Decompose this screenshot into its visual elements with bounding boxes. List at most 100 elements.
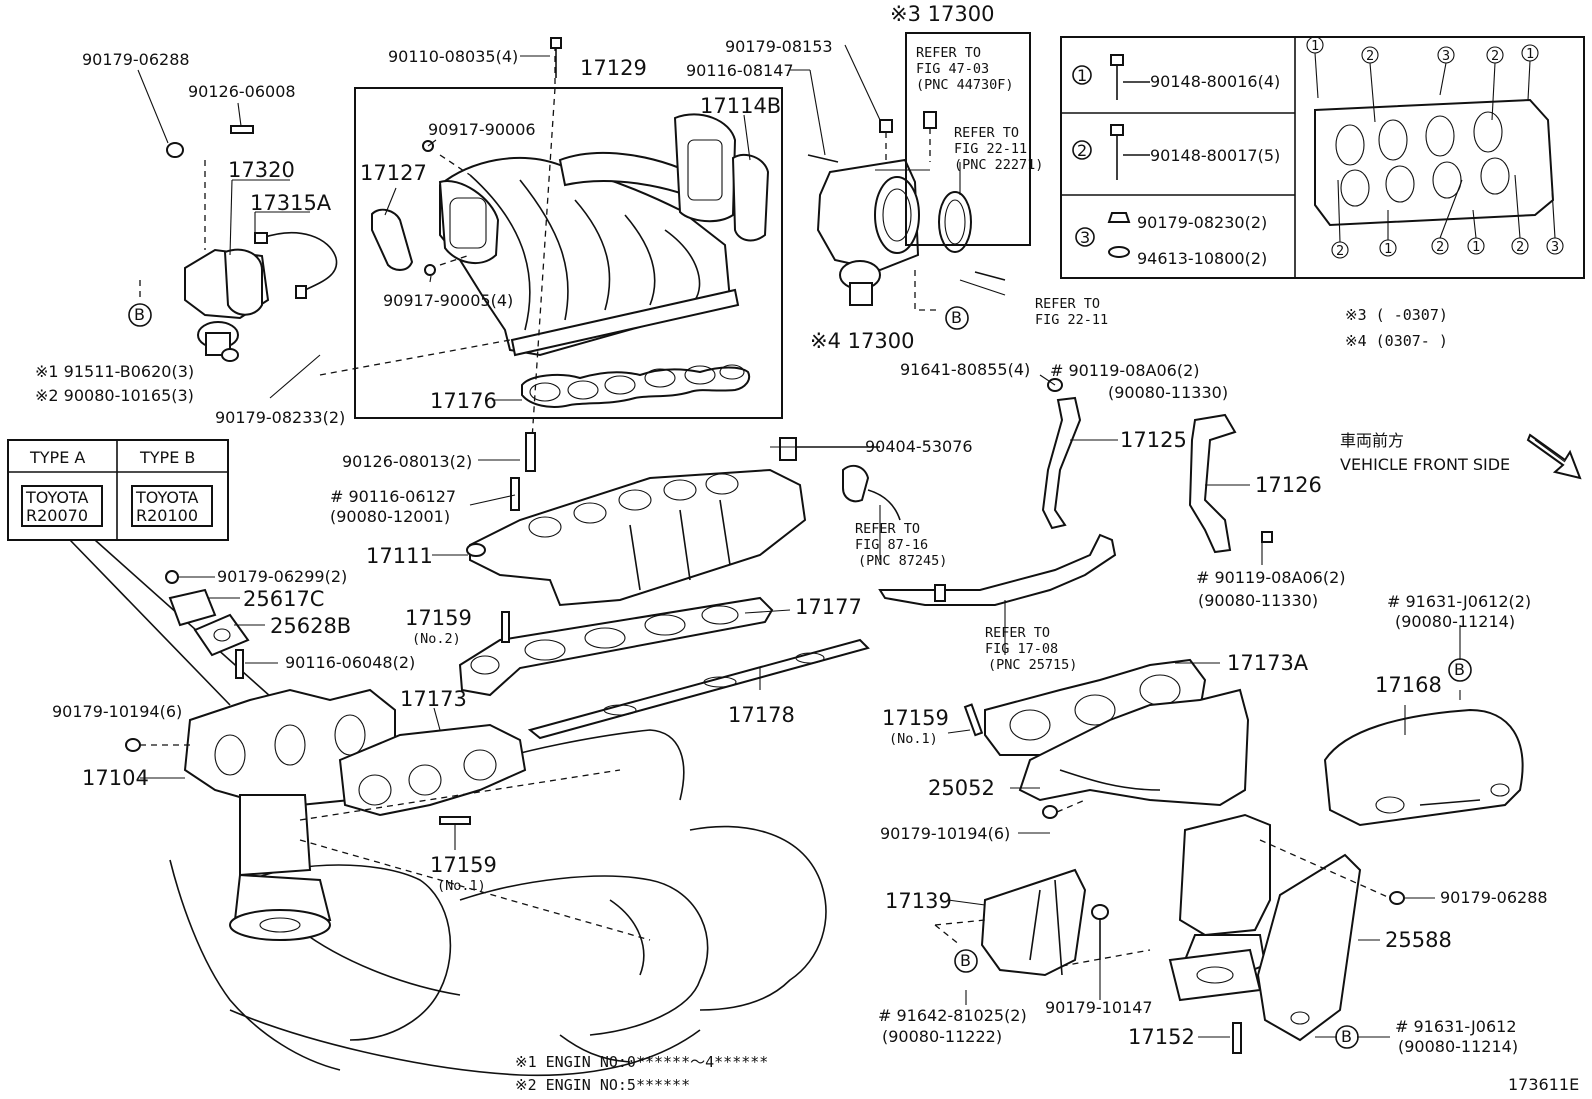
label-25628B: 25628B [270,614,351,638]
label-17125: 17125 [1120,428,1187,452]
callout-3b: 3 [1551,239,1559,255]
label-90917-90006: 90917-90006 [428,120,536,139]
label-90080-12001: (90080-12001) [330,507,450,526]
label-90119-b: # 90119-08A06(2) [1196,568,1346,587]
ref2-line1: REFER TO [954,125,1019,141]
label-91631-b: # 91631-J0612 [1395,1017,1517,1036]
callout-1d: 1 [1472,239,1480,255]
label-17104: 17104 [82,766,149,790]
label-17159-no1-left-sub: (No.1) [437,878,486,894]
callout-2a: 2 [1366,48,1374,64]
type-a-header: TYPE A [29,448,85,467]
catalytic-converter [1039,813,1271,1054]
label-90080-11214-a: (90080-11214) [1395,612,1515,631]
label-90126-08013: 90126-08013(2) [342,452,472,471]
label-91642-81025: # 91642-81025(2) [878,1006,1027,1025]
label-91641-80855: 91641-80855(4) [900,360,1030,379]
type-b-line1: TOYOTA [135,488,199,507]
label-90080-10165: ※2 90080-10165(3) [35,386,194,405]
callout-2d: 2 [1436,239,1444,255]
exhaust-manifold-17104 [125,688,651,941]
callout-2c: 2 [1336,243,1344,259]
gasket-callouts: 1 2 3 2 1 2 1 2 1 2 3 [1311,38,1559,259]
label-17173: 17173 [400,687,467,711]
legend-row3a: 90179-08230(2) [1137,213,1267,232]
label-90110-08035: 90110-08035(4) [388,47,518,66]
heat-insulator-17168 [1323,708,1524,827]
label-17159-no2-sub: (No.2) [412,631,461,647]
label-91511-b0620: ※1 91511-B0620(3) [35,362,194,381]
type-b-header: TYPE B [139,448,195,467]
marker-b5: B [1341,1027,1352,1046]
ref2-line2: FIG 22-11 [954,141,1027,157]
marker-b3: B [1454,660,1465,679]
label-90080-11330-a: (90080-11330) [1108,383,1228,402]
ref4-line2: FIG 87-16 [855,537,928,553]
label-90179-06288-right: 90179-06288 [1440,888,1548,907]
ref5-line3: (PNC 25715) [988,657,1077,673]
label-17129: 17129 [580,56,647,80]
ref4-line1: REFER TO [855,521,920,537]
label-17173A: 17173A [1227,651,1309,675]
label-90116-06127: # 90116-06127 [330,487,456,506]
label-17111: 17111 [366,544,433,568]
legend-row3b: 94613-10800(2) [1137,249,1267,268]
legend-row2: 90148-80017(5) [1150,146,1280,165]
label-17168: 17168 [1375,673,1442,697]
note-engine-2: ※2 ENGIN NO:5****** [515,1076,690,1094]
vehicle-front-en: VEHICLE FRONT SIDE [1340,455,1510,474]
callout-2e: 2 [1516,239,1524,255]
label-90080-11222: (90080-11222) [882,1027,1002,1046]
label-90116-08147: 90116-08147 [686,61,794,80]
label-90179-10194-left: 90179-10194(6) [52,702,182,721]
heat-insulator-17139 [934,868,1109,977]
label-90080-11214-b: (90080-11214) [1398,1037,1518,1056]
ref2-line3: (PNC 22271) [954,157,1043,173]
engine-block-outline [169,729,827,1077]
type-a-line2: R20070 [26,506,88,525]
throttle-ref-box [905,32,1031,246]
legend-circle-2: 2 [1077,141,1087,160]
label-90179-10194-right: 90179-10194(6) [880,824,1010,843]
type-a-line1: TOYOTA [25,488,89,507]
gaskets-17177-17178 [458,596,870,740]
label-90179-06288-tl: 90179-06288 [82,50,190,69]
bolt-legend [1060,36,1585,279]
label-90179-08153: 90179-08153 [725,37,833,56]
ref5-line2: FIG 17-08 [985,641,1058,657]
note-engine-1: ※1 ENGIN NO:0******～4****** [515,1053,768,1071]
label-90116-06048: 90116-06048(2) [285,653,415,672]
ref4-line3: (PNC 87245) [858,553,947,569]
ref1-line3: (PNC 44730F) [916,77,1014,93]
marker-b1: B [134,305,145,324]
ref1-line2: FIG 47-03 [916,61,989,77]
label-17176: 17176 [430,389,497,413]
throttle-body-17300 [807,111,1006,311]
exhaust-manifold-25052 [963,658,1250,819]
label-25588: 25588 [1385,928,1452,952]
label-90179-10147: 90179-10147 [1045,998,1153,1017]
ref3-line1: REFER TO [1035,296,1100,312]
label-17159-no1-left: 17159 [430,853,497,877]
label-17127: 17127 [360,161,427,185]
label-17320: 17320 [228,158,295,182]
callout-3a: 3 [1442,48,1450,64]
label-17114B: 17114B [700,94,781,118]
intake-manifold-17129 [319,45,770,471]
label-17126: 17126 [1255,473,1322,497]
note-4-date: ※4 (0307- ) [1345,332,1448,350]
vsv-17320-assembly [139,125,338,362]
legend-row1: 90148-80016(4) [1150,72,1280,91]
callout-1c: 1 [1384,241,1392,257]
vehicle-front-arrow [1526,433,1582,480]
legend-circle-1: 1 [1077,66,1087,85]
marker-b2: B [951,308,962,327]
callout-1a: 1 [1311,38,1319,54]
b-markers [128,303,1472,1049]
label-17139: 17139 [885,889,952,913]
bolt-90110 [550,37,562,78]
label-25617C: 25617C [243,587,324,611]
vehicle-front-jp: 車両前方 [1340,431,1404,450]
label-91631-a: # 91631-J0612(2) [1387,592,1531,611]
